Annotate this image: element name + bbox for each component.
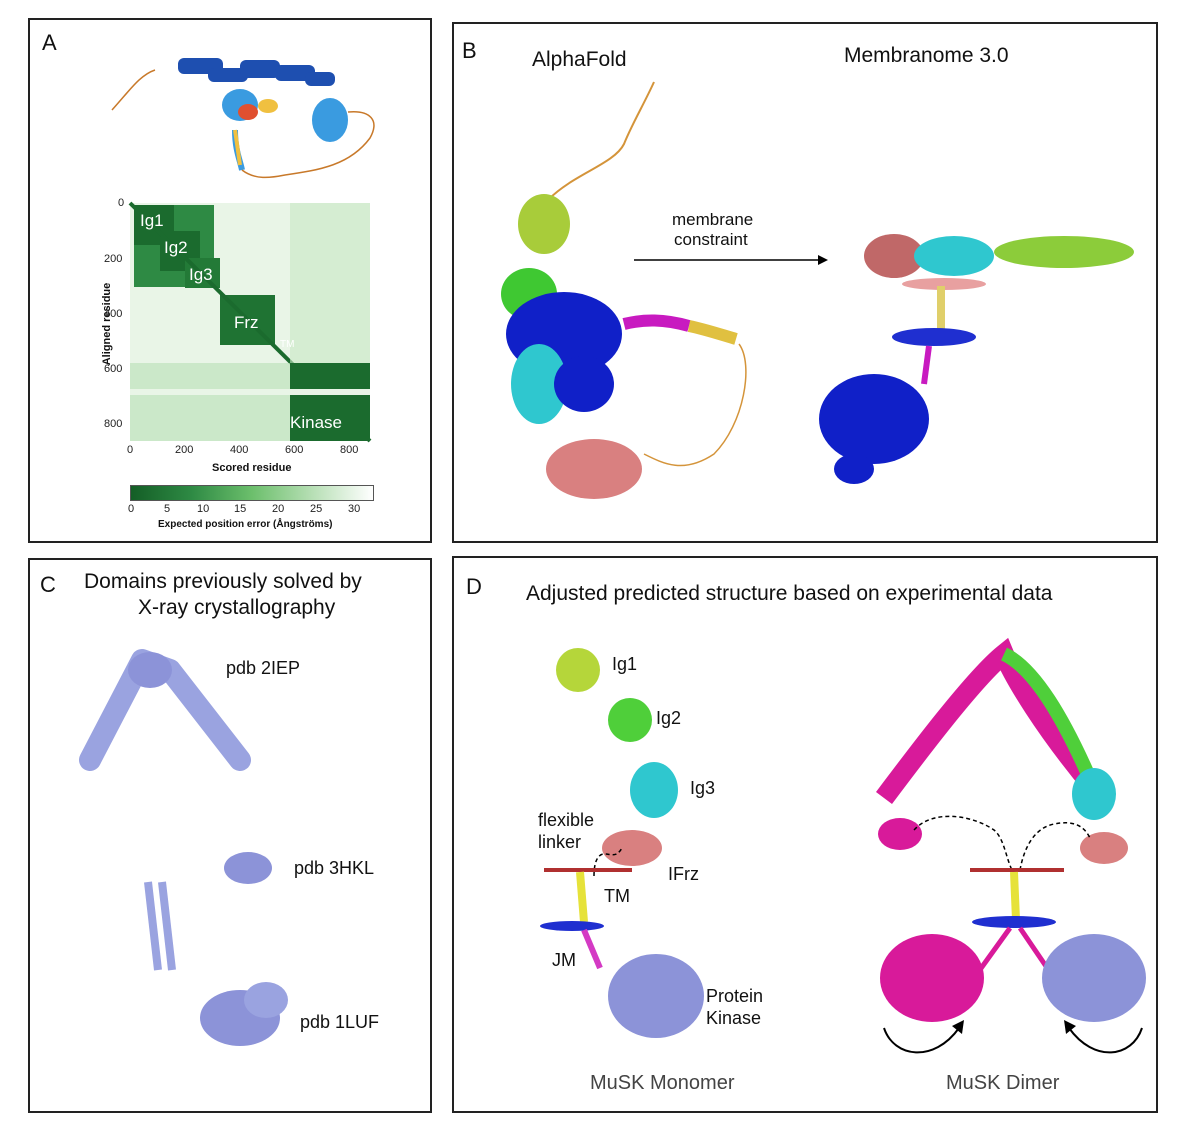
frz-label: IFrz — [668, 864, 699, 884]
ig2-label: Ig2 — [656, 708, 682, 728]
pdb-2iep-label: pdb 2IEP — [226, 658, 301, 678]
heatmap-label-ig3: Ig3 — [189, 265, 213, 284]
panel-c-title-line2: X-ray crystallography — [138, 596, 336, 619]
heatmap-label-tm: TM — [280, 339, 295, 350]
x-tick: 600 — [285, 444, 304, 456]
ig1-label: Ig1 — [612, 654, 638, 674]
y-tick: 600 — [104, 363, 123, 375]
colorbar-tick: 25 — [310, 503, 323, 515]
pdb-1luf-label: pdb 1LUF — [300, 1012, 380, 1032]
ig3-label: Ig3 — [690, 778, 716, 798]
arrow-label-line1: membrane — [672, 210, 754, 229]
heatmap-label-ig1: Ig1 — [140, 211, 164, 230]
monomer-caption: MuSK Monomer — [590, 1072, 735, 1094]
panel-b: B AlphaFold Membranome 3.0 membrane cons… — [452, 22, 1158, 543]
y-tick: 200 — [104, 253, 123, 265]
arrow-label-line2: constraint — [674, 230, 748, 249]
panel-b-label: B — [462, 38, 477, 63]
panel-d-title: Adjusted predicted structure based on ex… — [526, 582, 1053, 605]
kinase-label-line1: Protein — [706, 986, 764, 1006]
alphafold-title: AlphaFold — [532, 48, 627, 71]
panel-d: D Adjusted predicted structure based on … — [452, 556, 1158, 1113]
heatmap-label-ig2: Ig2 — [164, 238, 188, 257]
panel-c-title-line1: Domains previously solved by — [84, 570, 362, 593]
kinase-label-line2: Kinase — [706, 1008, 762, 1028]
heatmap-label-frz: Frz — [234, 313, 259, 332]
y-tick: 0 — [118, 197, 125, 209]
colorbar-tick: 5 — [164, 503, 171, 515]
x-tick: 800 — [340, 444, 359, 456]
linker-label-line2: linker — [538, 832, 582, 852]
x-tick: 200 — [175, 444, 194, 456]
panel-c-structures — [79, 649, 288, 1046]
x-tick: 400 — [230, 444, 249, 456]
colorbar-tick: 30 — [348, 503, 361, 515]
colorbar-label: Expected position error (Ångströms) — [158, 519, 333, 530]
tm-label: TM — [604, 886, 630, 906]
colorbar — [130, 485, 374, 501]
heatmap-label-kinase: Kinase — [290, 413, 342, 432]
panel-a: A — [28, 18, 432, 543]
panel-d-structures — [540, 637, 1146, 1054]
colorbar-tick: 10 — [197, 503, 210, 515]
linker-label-line1: flexible — [538, 810, 595, 830]
panel-a-label: A — [42, 30, 57, 55]
panel-d-label: D — [466, 574, 482, 599]
x-axis-label: Scored residue — [212, 462, 292, 474]
panel-c-label: C — [40, 572, 56, 597]
colorbar-tick: 0 — [128, 503, 135, 515]
pdb-3hkl-label: pdb 3HKL — [294, 858, 375, 878]
heatmap-blocks — [128, 201, 372, 443]
panel-b-structures — [501, 81, 1134, 499]
colorbar-tick: 20 — [272, 503, 285, 515]
jm-label: JM — [552, 950, 576, 970]
membranome-title: Membranome 3.0 — [844, 44, 1009, 67]
alphafold-structure-ribbon — [111, 58, 375, 179]
pae-heatmap: Ig1 Ig2 Ig3 Frz TM Kinase — [128, 201, 372, 443]
colorbar-tick: 15 — [234, 503, 247, 515]
y-tick: 800 — [104, 418, 123, 430]
panel-c: C Domains previously solved by X-ray cry… — [28, 558, 432, 1113]
dimer-caption: MuSK Dimer — [946, 1072, 1060, 1094]
x-tick: 0 — [127, 444, 134, 456]
y-tick: 400 — [104, 308, 123, 320]
